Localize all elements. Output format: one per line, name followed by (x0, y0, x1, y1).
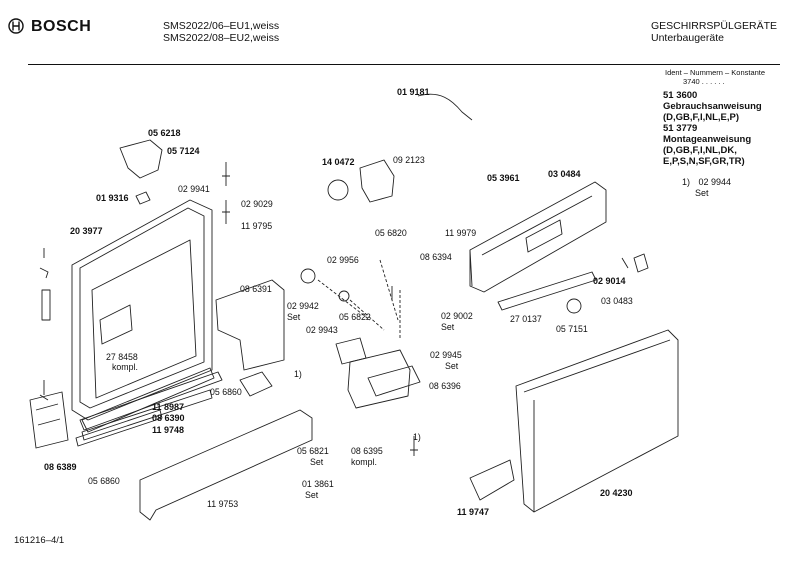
footnote: 1) 02 9944 Set (682, 177, 731, 198)
small-spring (621, 257, 629, 269)
doc-title: Montageanweisung (663, 134, 752, 145)
footnote-part: 02 9944 (698, 177, 732, 187)
part-number: 08 6396 (429, 381, 461, 391)
seal-pad (335, 337, 367, 365)
hinge-spring-assembly (29, 248, 69, 449)
part-number: 03 0483 (601, 296, 633, 306)
part-number: 11 9747 (457, 507, 490, 517)
part-number: 03 0484 (548, 169, 581, 179)
part-number: 08 6395 (351, 446, 383, 456)
latch-box (239, 371, 273, 397)
part-number: 02 9956 (327, 255, 359, 265)
part-number: Set (441, 322, 455, 332)
part-number: 05 6821 (297, 446, 329, 456)
part-number: 05 6860 (210, 387, 242, 397)
part-number: 05 7151 (556, 324, 588, 334)
part-number: 02 9945 (430, 350, 462, 360)
header-divider (28, 64, 780, 65)
part-number: 11 8987 (152, 402, 185, 412)
part-number: 05 6860 (88, 476, 120, 486)
program-knob (566, 298, 582, 314)
part-number: 1) (294, 369, 302, 379)
side-bracket (215, 279, 285, 371)
part-number: 08 6394 (420, 252, 452, 262)
footnote-marker: 1) (682, 177, 691, 187)
ident-value: 3740 . . . . . . (683, 77, 725, 86)
doc-languages: (D,GB,F,I,NL,E,P) (663, 112, 739, 123)
selector-button (633, 253, 649, 273)
part-number: 02 9942 (287, 301, 319, 311)
hinge-bracket-top (119, 139, 163, 179)
part-number: 05 3961 (487, 173, 520, 183)
category-title: GESCHIRRSPÜLGERÄTE (651, 20, 778, 32)
plinth-cover (139, 409, 313, 521)
brand-name: BOSCH (31, 18, 92, 35)
part-number: 08 6391 (240, 284, 272, 294)
part-number: 02 9014 (593, 276, 626, 286)
indicator-frame (367, 365, 421, 397)
timer-knob (327, 179, 349, 201)
outer-door-panel (515, 329, 679, 513)
control-panel (469, 181, 607, 293)
part-number: 05 6820 (375, 228, 407, 238)
part-number: 11 9753 (207, 499, 239, 509)
doc-number: 51 3779 (663, 123, 698, 134)
part-number: 11 9795 (241, 221, 273, 231)
part-number: 05 6218 (148, 128, 181, 138)
model-line-1: SMS2022/06–EU1,weiss (163, 20, 280, 32)
part-number: 20 3977 (70, 226, 103, 236)
door-hinge-bracket (469, 459, 515, 501)
small-clip (135, 191, 151, 205)
doc-languages: (D,GB,F,I,NL,DK, (663, 145, 737, 156)
part-number: 01 9181 (397, 87, 430, 97)
part-number: 14 0472 (322, 157, 355, 167)
grommet-ring (300, 268, 316, 284)
cable-wire (417, 93, 473, 121)
part-number: Set (310, 457, 324, 467)
part-number: 11 9748 (152, 425, 185, 435)
part-number: 08 6389 (44, 462, 77, 472)
bottom-rail-parts (75, 371, 223, 447)
part-number: 27 0137 (510, 314, 542, 324)
part-number: 05 6822 (339, 312, 371, 322)
doc-number: 51 3600 (663, 90, 698, 101)
part-number: 05 7124 (167, 146, 200, 156)
subcategory-title: Unterbaugeräte (651, 32, 724, 44)
part-number: 02 9943 (306, 325, 338, 335)
part-number: 01 3861 (302, 479, 334, 489)
part-number: 11 9979 (445, 228, 477, 238)
part-number: 02 9029 (241, 199, 273, 209)
footnote-suffix: Set (695, 187, 709, 198)
part-number: Set (287, 312, 301, 322)
ident-block: Ident – Nummern – Konstante 3740 . . . .… (665, 68, 765, 86)
footer-code: 161216–4/1 (14, 535, 65, 546)
part-number: Set (445, 361, 459, 371)
part-number: 20 4230 (600, 488, 633, 498)
dashed-leaders (317, 259, 401, 340)
part-number: 02 9941 (178, 184, 210, 194)
doc-title: Gebrauchsanweisung (663, 101, 762, 112)
part-number: Set (305, 490, 319, 500)
bosch-logo-icon (8, 18, 24, 34)
handle-strip (497, 271, 597, 311)
door-inner-panel (71, 199, 215, 433)
part-number: 1) (413, 432, 421, 442)
part-number: 01 9316 (96, 193, 129, 203)
part-number: kompl. (112, 362, 138, 372)
part-number: 27 8458 (106, 352, 138, 362)
screws (222, 162, 418, 456)
doc-languages-cont: E,P,S,N,SF,GR,TR) (663, 156, 745, 167)
part-number: 09 2123 (393, 155, 425, 165)
documents-list: 51 3600 Gebrauchsanweisung (D,GB,F,I,NL,… (663, 90, 762, 167)
ident-label: Ident – Nummern – Konstante (665, 68, 766, 77)
switch-housing (347, 349, 411, 409)
part-number: 08 6390 (152, 413, 185, 423)
model-line-2: SMS2022/08–EU2,weiss (163, 32, 280, 44)
motor-unit (359, 159, 395, 203)
part-number: kompl. (351, 457, 377, 467)
part-number: 02 9002 (441, 311, 473, 321)
